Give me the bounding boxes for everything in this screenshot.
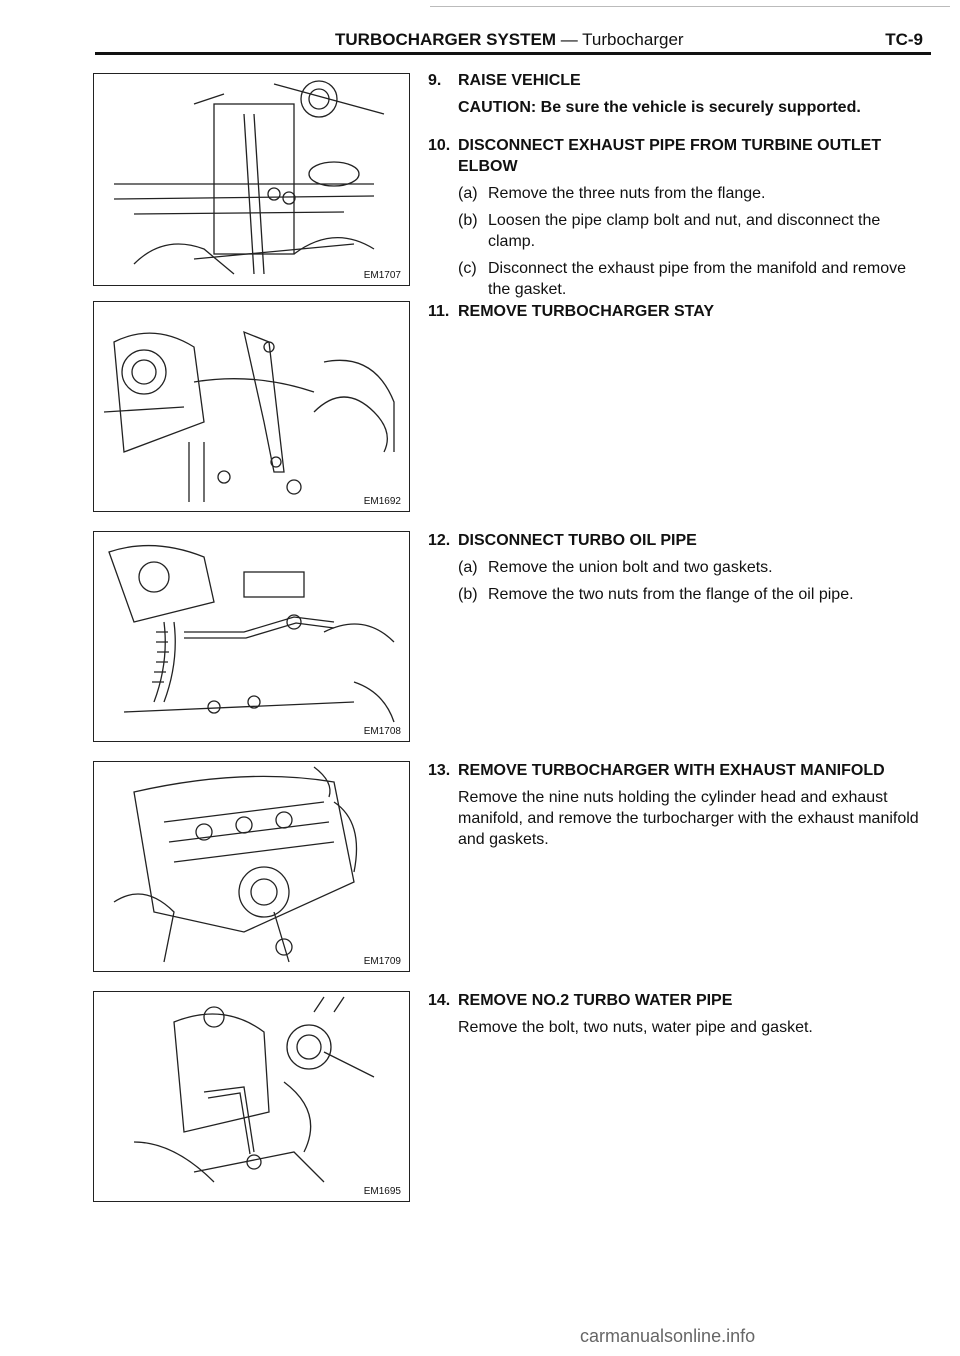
page-number: TC-9 xyxy=(885,30,923,49)
step-12: 12. DISCONNECT TURBO OIL PIPE (a) Remove… xyxy=(428,530,928,605)
step-number: 10. xyxy=(428,137,451,154)
figure-illustration xyxy=(113,80,385,275)
step-11: 11. REMOVE TURBOCHARGER STAY xyxy=(428,301,928,322)
substep-label: (a) xyxy=(458,185,478,202)
step-14: 14. REMOVE NO.2 TURBO WATER PIPE Remove … xyxy=(428,990,928,1038)
figure-turbo-oil-pipe: EM1708 xyxy=(93,531,410,742)
figure-exhaust-manifold: EM1709 xyxy=(93,761,410,972)
top-border-line xyxy=(430,6,950,7)
substep-b: (b) Remove the two nuts from the flange … xyxy=(458,584,928,605)
figure-code: EM1695 xyxy=(361,1186,403,1197)
step-number: 12. xyxy=(428,532,451,549)
figure-water-pipe: EM1695 xyxy=(93,991,410,1202)
figure-raise-vehicle: EM1707 xyxy=(93,73,410,286)
step-heading: RAISE VEHICLE xyxy=(458,72,581,89)
figure-illustration xyxy=(113,766,358,963)
substep-text: Disconnect the exhaust pipe from the man… xyxy=(488,260,907,298)
step-number: 14. xyxy=(428,992,451,1009)
step-heading: REMOVE TURBOCHARGER STAY xyxy=(458,303,715,320)
figure-code: EM1692 xyxy=(361,496,403,507)
substep-a: (a) Remove the three nuts from the flang… xyxy=(458,183,928,204)
substep-text: Remove the two nuts from the flange of t… xyxy=(488,586,854,603)
step-heading: DISCONNECT TURBO OIL PIPE xyxy=(458,532,697,549)
substep-text: Remove the union bolt and two gaskets. xyxy=(488,559,773,576)
figure-illustration xyxy=(133,996,375,1183)
header-rule xyxy=(95,52,931,55)
step-10: 10. DISCONNECT EXHAUST PIPE FROM TURBINE… xyxy=(428,135,928,300)
substep-b: (b) Loosen the pipe clamp bolt and nut, … xyxy=(458,210,928,252)
substep-label: (b) xyxy=(458,212,478,229)
step-text: Remove the nine nuts holding the cylinde… xyxy=(458,789,919,848)
step-text: Remove the bolt, two nuts, water pipe an… xyxy=(458,1019,813,1036)
figure-code: EM1707 xyxy=(361,270,403,281)
page-title: TURBOCHARGER SYSTEM — Turbocharger xyxy=(335,30,684,50)
figure-turbocharger-stay: EM1692 xyxy=(93,301,410,512)
step-heading: REMOVE TURBOCHARGER WITH EXHAUST MANIFOL… xyxy=(458,762,885,779)
step-number: 13. xyxy=(428,762,451,779)
substep-label: (a) xyxy=(458,559,478,576)
watermark-footer: carmanualsonline.info xyxy=(580,1326,756,1346)
page-header: TURBOCHARGER SYSTEM — Turbocharger TC-9 xyxy=(95,28,931,54)
figure-code: EM1709 xyxy=(361,956,403,967)
subsection-name: — Turbocharger xyxy=(556,30,684,49)
figure-illustration xyxy=(108,544,395,723)
substep-text: Loosen the pipe clamp bolt and nut, and … xyxy=(488,212,881,250)
section-name: TURBOCHARGER SYSTEM xyxy=(335,30,557,49)
substep-a: (a) Remove the union bolt and two gasket… xyxy=(458,557,928,578)
substep-label: (b) xyxy=(458,586,478,603)
step-heading: DISCONNECT EXHAUST PIPE FROM TURBINE OUT… xyxy=(458,137,882,175)
substep-label: (c) xyxy=(458,260,477,277)
figure-code: EM1708 xyxy=(361,726,403,737)
step-heading: REMOVE NO.2 TURBO WATER PIPE xyxy=(458,992,733,1009)
step-number: 9. xyxy=(428,72,442,89)
step-13: 13. REMOVE TURBOCHARGER WITH EXHAUST MAN… xyxy=(428,760,928,850)
figure-illustration xyxy=(103,330,395,502)
substep-c: (c) Disconnect the exhaust pipe from the… xyxy=(458,258,928,300)
step-9: 9. RAISE VEHICLE CAUTION: Be sure the ve… xyxy=(428,70,928,118)
step-number: 11. xyxy=(428,303,450,320)
caution-text: CAUTION: Be sure the vehicle is securely… xyxy=(458,99,861,116)
substep-text: Remove the three nuts from the flange. xyxy=(488,185,766,202)
